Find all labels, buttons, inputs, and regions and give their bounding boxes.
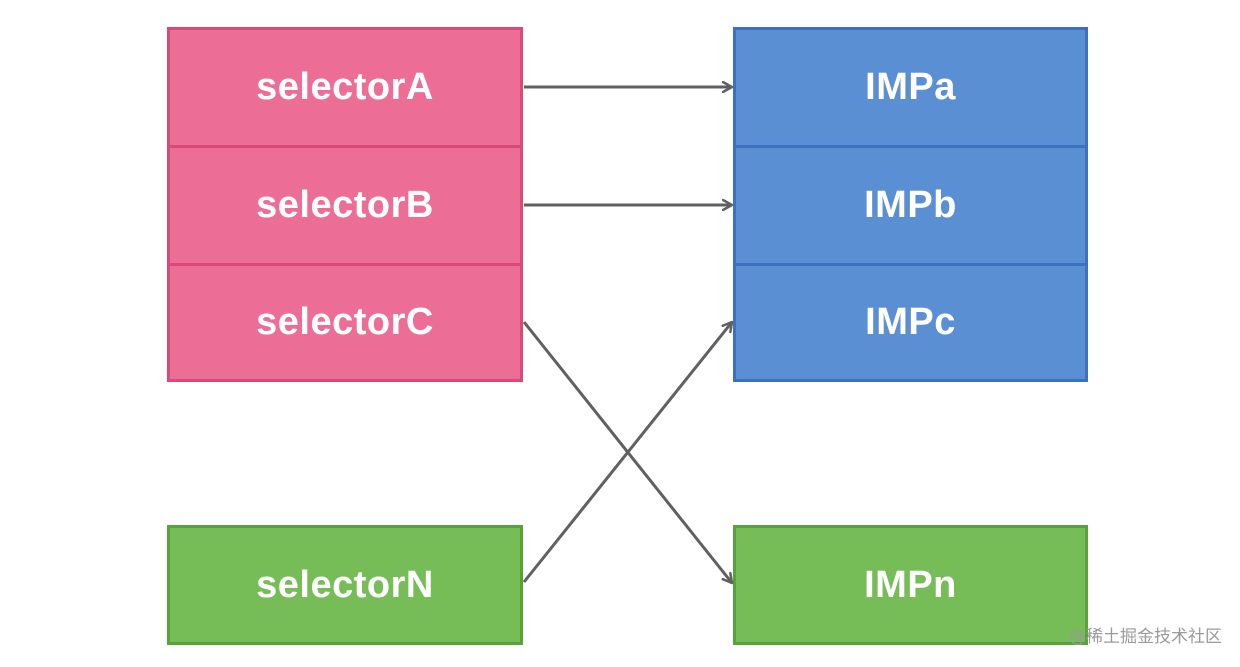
selector-n-label: selectorN bbox=[256, 563, 434, 606]
imp-c-label: IMPc bbox=[865, 301, 956, 343]
selector-a-label: selectorA bbox=[256, 66, 434, 108]
selector-n-box: selectorN bbox=[167, 525, 523, 645]
watermark: @稀土掘金技术社区 bbox=[1069, 627, 1222, 647]
imp-a-label: IMPa bbox=[865, 66, 956, 108]
selector-b-label: selectorB bbox=[256, 184, 434, 226]
imp-c-box: IMPc bbox=[733, 263, 1088, 382]
imp-b-box: IMPb bbox=[733, 145, 1088, 266]
selector-c-box: selectorC bbox=[167, 263, 523, 382]
imp-a-box: IMPa bbox=[733, 27, 1088, 148]
imp-n-label: IMPn bbox=[864, 563, 957, 606]
selector-a-box: selectorA bbox=[167, 27, 523, 148]
imp-n-box: IMPn bbox=[733, 525, 1088, 645]
selector-c-label: selectorC bbox=[256, 301, 434, 343]
imp-b-label: IMPb bbox=[864, 184, 957, 226]
arrow-selector-n-to-imp-c bbox=[522, 322, 732, 583]
